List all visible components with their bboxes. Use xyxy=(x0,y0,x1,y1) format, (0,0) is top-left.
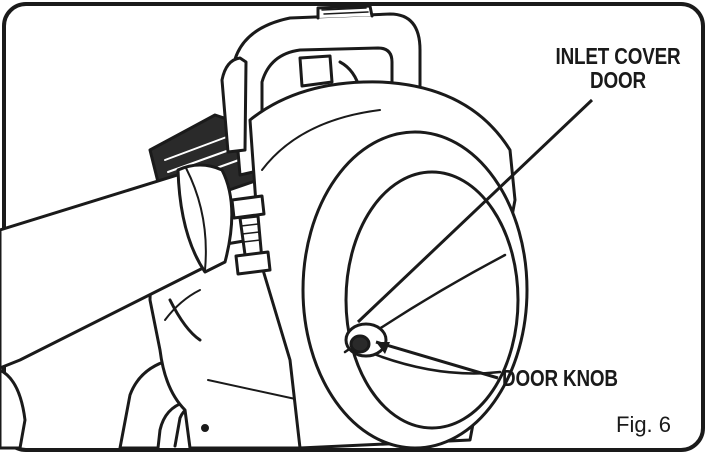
inlet-cover-door xyxy=(346,172,518,428)
throttle-lever xyxy=(222,58,246,152)
inlet-cover-door-label: INLET COVER DOOR xyxy=(554,44,682,92)
door-knob-label: DOOR KNOB xyxy=(502,366,651,390)
figure-label: Fig. 6 xyxy=(616,412,696,438)
clamp-screw xyxy=(232,196,264,218)
inlet-cover-door-label-line2: DOOR xyxy=(554,68,682,92)
inlet-cover-door-label-line1: INLET COVER xyxy=(554,44,682,68)
